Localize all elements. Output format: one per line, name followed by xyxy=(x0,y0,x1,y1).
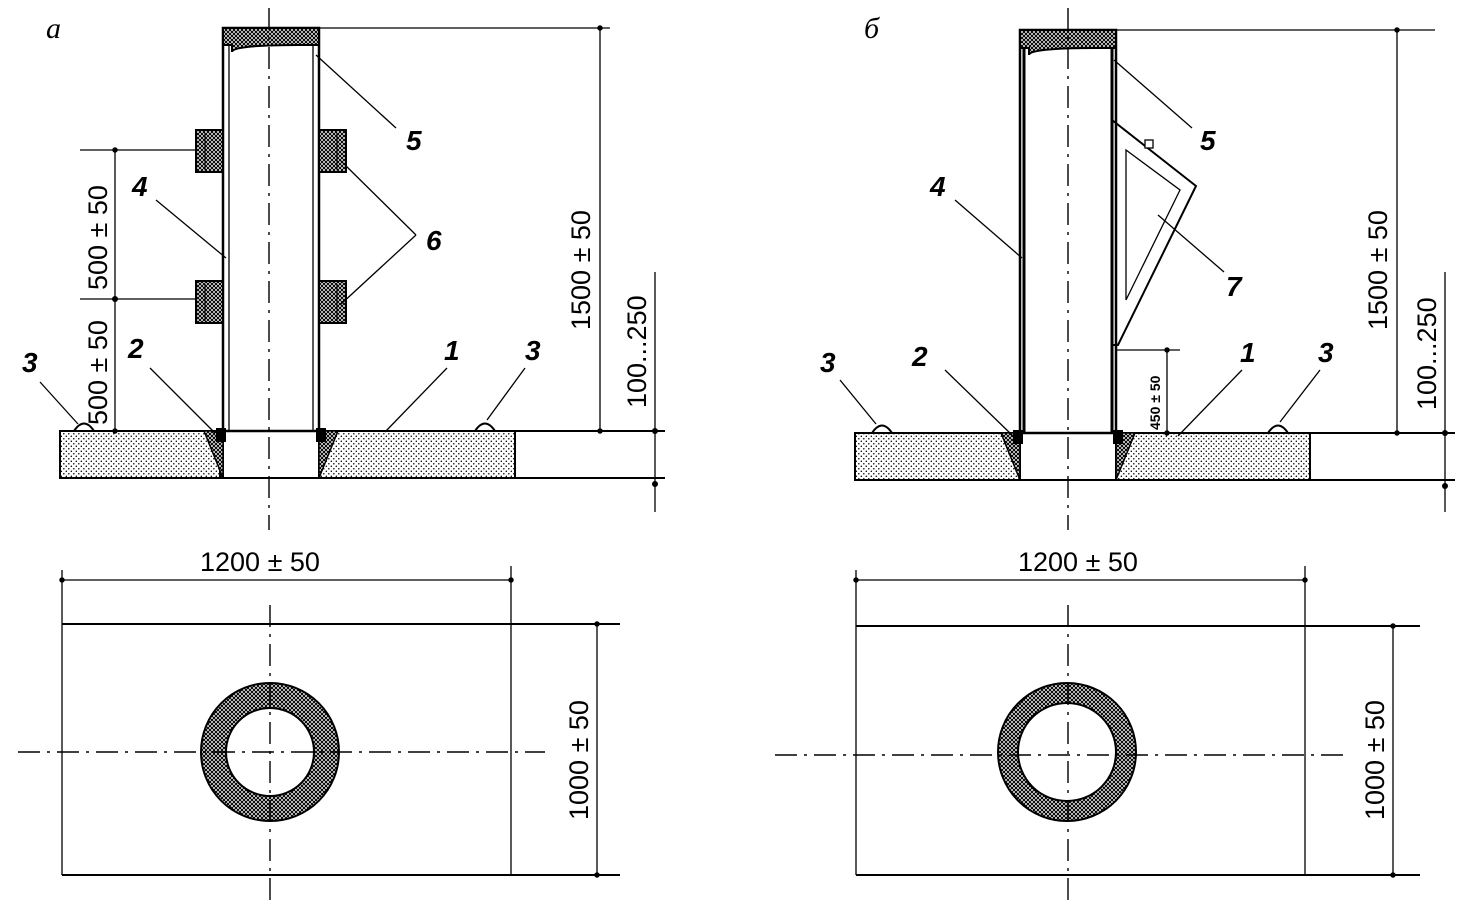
dim-a-length: 1000 ± 50 xyxy=(564,700,594,820)
dim-a-step-upper: 500 ± 50 xyxy=(83,185,113,290)
callout-b-2: 2 xyxy=(911,341,928,372)
panel-a-elevation: 1500 ± 50 100...250 500 ± 50 500 ± 50 5 … xyxy=(22,8,665,530)
dim-a-depth: 100...250 xyxy=(622,295,652,408)
panel-b-plan: 1200 ± 50 1000 ± 50 xyxy=(775,547,1420,900)
dim-b-width: 1200 ± 50 xyxy=(1018,547,1138,577)
panel-b-letter: б xyxy=(864,12,880,45)
panel-a-letter: а xyxy=(46,12,61,45)
rung-right-upper xyxy=(318,129,347,173)
panel-b-elevation: 1500 ± 50 100...250 450 ± 50 5 7 4 2 3 1 xyxy=(820,8,1455,530)
callout-a-2: 2 xyxy=(127,333,144,364)
sealant-right xyxy=(1115,432,1137,481)
dim-a-step-lower: 500 ± 50 xyxy=(83,320,113,425)
standpipe xyxy=(221,26,321,433)
dim-b-height: 1500 ± 50 xyxy=(1363,210,1393,330)
dim-b-depth: 100...250 xyxy=(1412,297,1442,410)
callout-a-6: 6 xyxy=(426,225,442,256)
callout-a-1: 1 xyxy=(444,335,460,366)
panel-a-plan: 1200 ± 50 1000 ± 50 xyxy=(18,547,620,900)
door-hinge xyxy=(1144,139,1154,149)
callout-a-3-right: 3 xyxy=(525,335,541,366)
callout-b-1: 1 xyxy=(1240,337,1256,368)
dim-b-door: 450 ± 50 xyxy=(1147,375,1163,430)
pipe-footing xyxy=(222,430,320,479)
panel-a: а xyxy=(18,8,665,900)
rung-left-lower xyxy=(195,280,224,324)
callout-b-7: 7 xyxy=(1226,271,1243,302)
dim-a-width: 1200 ± 50 xyxy=(200,547,320,577)
panel-b: б 1500 ± 50 xyxy=(775,8,1455,900)
rung-left-upper xyxy=(195,129,224,173)
sealant-right xyxy=(318,430,340,479)
dim-b-length: 1000 ± 50 xyxy=(1360,700,1390,820)
dim-a-height: 1500 ± 50 xyxy=(566,210,596,330)
service-door xyxy=(1111,117,1198,346)
callout-a-3-left: 3 xyxy=(22,347,38,378)
callout-b-3-right: 3 xyxy=(1318,337,1334,368)
top-cap xyxy=(1019,29,1117,56)
top-cap xyxy=(222,27,320,53)
callout-a-4: 4 xyxy=(131,171,148,202)
callout-b-4: 4 xyxy=(929,171,946,202)
door-window xyxy=(1125,148,1181,301)
callout-a-5: 5 xyxy=(406,125,422,156)
rung-right-lower xyxy=(318,280,347,324)
callout-b-5: 5 xyxy=(1200,125,1216,156)
callout-b-3-left: 3 xyxy=(820,347,836,378)
